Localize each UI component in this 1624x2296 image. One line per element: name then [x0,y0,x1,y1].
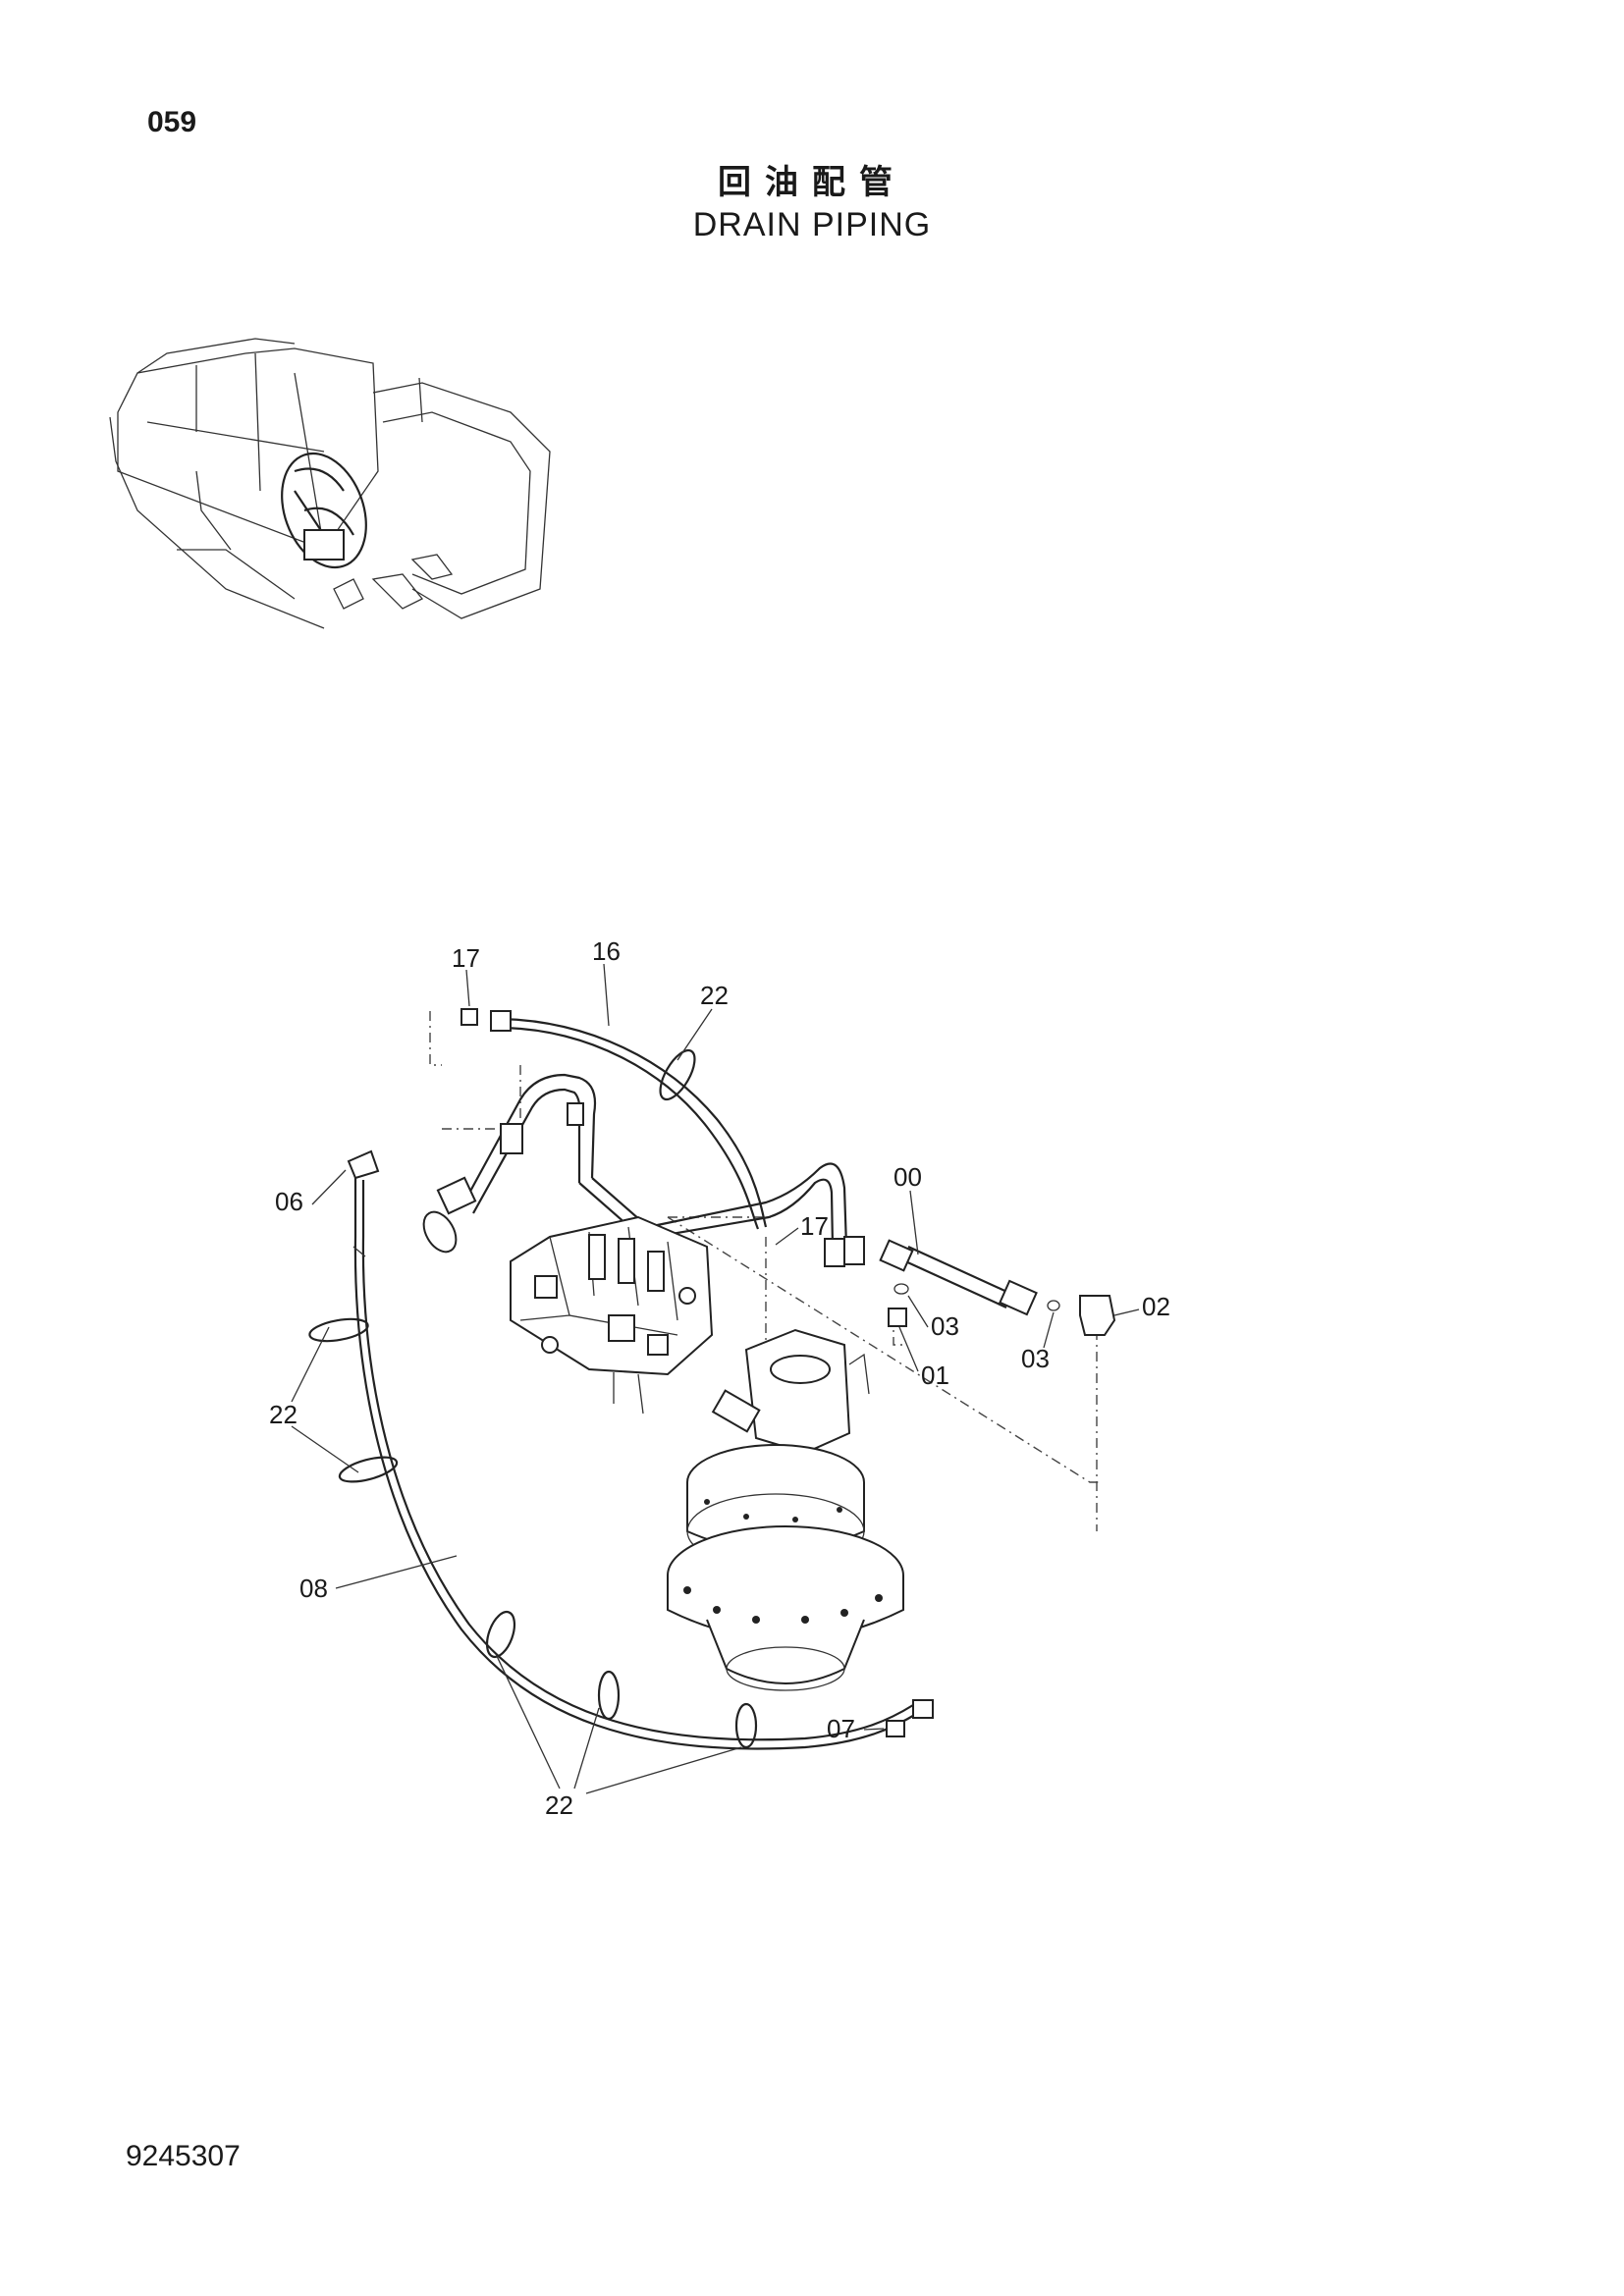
leader-lines [291,963,1140,1794]
steel-pipe-assembly [422,1073,865,1267]
swing-motor [667,1328,904,1691]
callout-17-middle: 17 [800,1211,829,1241]
callout-22-top: 22 [700,981,729,1010]
callout-labels: 17 16 22 06 17 00 02 03 03 01 22 08 07 2… [269,936,1170,1820]
callout-00: 00 [893,1162,922,1192]
callout-03-right: 03 [1021,1344,1050,1373]
callout-16: 16 [592,936,621,966]
callout-22-left: 22 [269,1400,298,1429]
callout-22-bottom: 22 [545,1790,573,1820]
page-number: 059 [147,106,197,138]
callout-17-top: 17 [452,943,480,973]
callout-03-left: 03 [931,1311,959,1341]
callout-07: 07 [827,1714,855,1743]
document-number: 9245307 [126,2140,241,2172]
callout-06: 06 [275,1187,303,1216]
fittings-01-02-03 [888,1283,1116,1336]
hose-08 [347,1149,934,1750]
callout-01: 01 [921,1361,949,1390]
hose-16 [460,1008,768,1230]
control-valve [510,1215,714,1415]
callout-02: 02 [1142,1292,1170,1321]
callout-08: 08 [299,1574,328,1603]
title-chinese: 回油配管 [718,163,906,202]
title-english: DRAIN PIPING [692,206,932,243]
hose-clamps-22 [308,1048,758,1749]
machine-overview-illustration [109,338,551,629]
hose-00 [879,1239,1038,1316]
